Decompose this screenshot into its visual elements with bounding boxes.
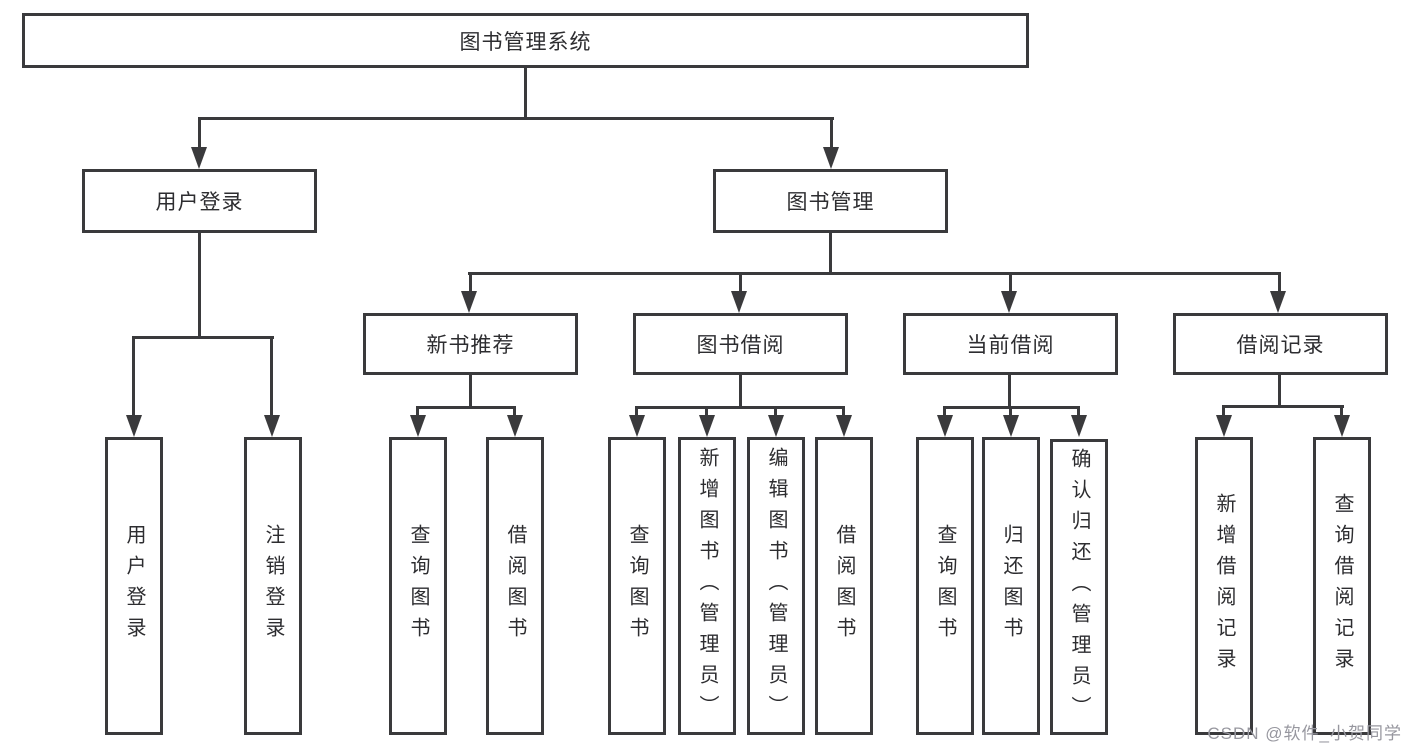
connector-stem: [830, 117, 833, 150]
connector-stem: [1077, 406, 1080, 416]
connector-level2-bar: [198, 117, 834, 120]
connector-recommend-trunk: [469, 375, 472, 406]
leaf-borrow-borrow-books: 借阅图书: [815, 437, 873, 735]
connector-stem: [1340, 405, 1343, 416]
arrow-down-icon: [823, 147, 839, 169]
node-user-login: 用户登录: [82, 169, 317, 233]
node-label: 查询图书: [934, 524, 956, 648]
arrow-down-icon: [629, 415, 645, 437]
connector-stem: [1222, 405, 1225, 416]
connector-stem: [774, 406, 777, 416]
leaf-recommend-borrow-books: 借阅图书: [486, 437, 544, 735]
node-label: 确认归还（管理员）: [1068, 447, 1090, 727]
node-label: 新书推荐: [426, 334, 515, 357]
leaf-borrow-query-books: 查询图书: [608, 437, 666, 735]
connector-stem: [132, 336, 135, 416]
arrow-down-icon: [1003, 415, 1019, 437]
arrow-down-icon: [768, 415, 784, 437]
leaf-current-query-books: 查询图书: [916, 437, 974, 735]
node-label: 借阅记录: [1236, 334, 1325, 357]
arrow-down-icon: [699, 415, 715, 437]
node-label: 查询图书: [407, 524, 429, 648]
arrow-down-icon: [264, 415, 280, 437]
connector-recommend-bar: [416, 406, 516, 409]
node-label: 归还图书: [1000, 524, 1022, 648]
leaf-current-confirm-return-admin: 确认归还（管理员）: [1050, 439, 1108, 735]
leaf-borrow-add-books-admin: 新增图书（管理员）: [678, 437, 736, 735]
connector-level3-bar: [468, 272, 1281, 275]
connector-stem: [1009, 272, 1012, 292]
node-library-management-system: 图书管理系统: [22, 13, 1029, 68]
node-new-book-recommend: 新书推荐: [363, 313, 578, 375]
node-label: 当前借阅: [966, 334, 1055, 357]
node-label: 编辑图书（管理员）: [765, 446, 787, 726]
node-label: 注销登录: [262, 524, 284, 648]
connector-borrow-trunk: [739, 375, 742, 406]
connector-records-trunk: [1278, 375, 1281, 405]
connector-user-login-trunk: [198, 233, 201, 336]
node-label: 图书管理: [786, 191, 875, 214]
arrow-down-icon: [731, 291, 747, 313]
leaf-records-add-borrow-record: 新增借阅记录: [1195, 437, 1253, 735]
connector-book-mgmt-trunk: [829, 233, 832, 272]
connector-stem: [1278, 272, 1281, 292]
node-book-borrow: 图书借阅: [633, 313, 848, 375]
arrow-down-icon: [1216, 415, 1232, 437]
connector-current-trunk: [1008, 375, 1011, 406]
connector-stem: [469, 272, 472, 292]
node-label: 借阅图书: [504, 524, 526, 648]
arrow-down-icon: [1334, 415, 1350, 437]
node-label: 用户登录: [155, 191, 244, 214]
arrow-down-icon: [1270, 291, 1286, 313]
arrow-down-icon: [1001, 291, 1017, 313]
connector-records-bar: [1222, 405, 1344, 408]
node-label: 查询借阅记录: [1331, 493, 1353, 679]
connector-stem: [943, 406, 946, 416]
connector-stem: [842, 406, 845, 416]
node-label: 借阅图书: [833, 524, 855, 648]
arrow-down-icon: [1071, 415, 1087, 437]
csdn-watermark: CSDN @软件_小贺同学: [1207, 724, 1402, 743]
connector-stem: [198, 117, 201, 150]
leaf-borrow-edit-books-admin: 编辑图书（管理员）: [747, 437, 805, 735]
connector-stem: [270, 336, 273, 416]
node-label: 新增图书（管理员）: [696, 446, 718, 726]
node-label: 查询图书: [626, 524, 648, 648]
connector-user-login-bar: [132, 336, 274, 339]
connector-stem: [1009, 406, 1012, 416]
arrow-down-icon: [937, 415, 953, 437]
connector-stem: [705, 406, 708, 416]
leaf-user-login: 用户登录: [105, 437, 163, 735]
arrow-down-icon: [191, 147, 207, 169]
node-book-management: 图书管理: [713, 169, 948, 233]
connector-root-trunk: [524, 68, 527, 117]
leaf-logout: 注销登录: [244, 437, 302, 735]
node-label: 用户登录: [123, 524, 145, 648]
arrow-down-icon: [461, 291, 477, 313]
connector-stem: [416, 406, 419, 416]
arrow-down-icon: [836, 415, 852, 437]
node-label: 图书管理系统: [459, 30, 592, 54]
arrow-down-icon: [126, 415, 142, 437]
arrow-down-icon: [507, 415, 523, 437]
connector-stem: [635, 406, 638, 416]
arrow-down-icon: [410, 415, 426, 437]
node-label: 新增借阅记录: [1213, 493, 1235, 679]
connector-stem: [739, 272, 742, 292]
leaf-records-query-borrow-record: 查询借阅记录: [1313, 437, 1371, 735]
connector-borrow-bar: [635, 406, 845, 409]
node-borrow-records: 借阅记录: [1173, 313, 1388, 375]
connector-stem: [513, 406, 516, 416]
node-label: 图书借阅: [696, 334, 785, 357]
leaf-current-return-books: 归还图书: [982, 437, 1040, 735]
leaf-recommend-query-books: 查询图书: [389, 437, 447, 735]
node-current-borrow: 当前借阅: [903, 313, 1118, 375]
